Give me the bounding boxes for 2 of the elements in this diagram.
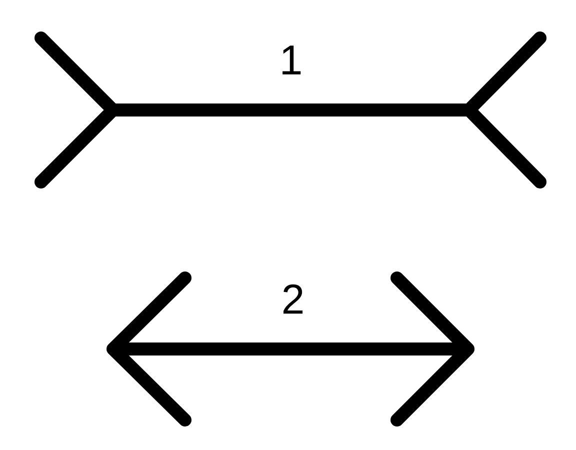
figure-number: 1 bbox=[282, 46, 301, 74]
figure-number: 2 bbox=[283, 284, 303, 314]
